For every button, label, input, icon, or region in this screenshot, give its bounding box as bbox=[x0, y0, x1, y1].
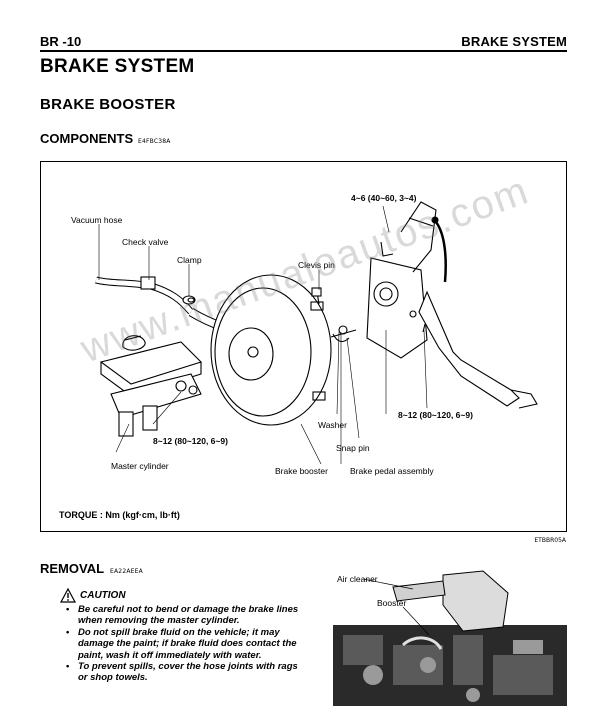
label-check-valve: Check valve bbox=[122, 237, 169, 247]
page-reference: BR -10 bbox=[40, 34, 82, 49]
label-washer: Washer bbox=[318, 420, 347, 430]
page-header: BR -10 BRAKE SYSTEM bbox=[40, 32, 567, 52]
label-master-cylinder: Master cylinder bbox=[111, 461, 169, 471]
torque-note: TORQUE : Nm (kgf·cm, lb·ft) bbox=[59, 510, 180, 520]
label-torque-right: 8~12 (80~120, 6~9) bbox=[398, 410, 473, 420]
header-section-name: BRAKE SYSTEM bbox=[461, 34, 567, 49]
label-snap-pin: Snap pin bbox=[336, 443, 370, 453]
photo-label-air-cleaner: Air cleaner bbox=[337, 574, 378, 584]
label-brake-pedal-assembly: Brake pedal assembly bbox=[350, 466, 434, 476]
engine-bay-photo: Air cleaner Booster bbox=[333, 565, 567, 706]
figure-code: ETBBR05A bbox=[534, 537, 566, 544]
page-subtitle: BRAKE BOOSTER bbox=[40, 96, 176, 113]
page-title: BRAKE SYSTEM bbox=[40, 56, 195, 77]
removal-code: EA22AEEA bbox=[110, 568, 143, 575]
caution-title: CAUTION bbox=[80, 590, 126, 601]
components-figure: Vacuum hose Check valve Clamp Clevis pin… bbox=[40, 161, 567, 532]
label-torque-left: 8~12 (80~120, 6~9) bbox=[153, 436, 228, 446]
label-torque-top: 4~6 (40~60, 3~4) bbox=[351, 193, 417, 203]
label-brake-booster: Brake booster bbox=[275, 466, 328, 476]
components-code: E4FBC38A bbox=[138, 138, 171, 145]
caution-list: Be careful not to bend or damage the bra… bbox=[64, 604, 304, 684]
photo-label-booster: Booster bbox=[377, 598, 407, 608]
label-clamp: Clamp bbox=[177, 255, 202, 265]
label-vacuum-hose: Vacuum hose bbox=[71, 215, 123, 225]
warning-triangle-icon bbox=[60, 588, 76, 603]
caution-item: Do not spill brake fluid on the vehicle;… bbox=[64, 627, 304, 661]
caution-item: To prevent spills, cover the hose joints… bbox=[64, 661, 304, 684]
removal-heading: REMOVAL bbox=[40, 561, 105, 576]
engine-bay-illustration bbox=[333, 570, 567, 706]
components-heading: COMPONENTS bbox=[40, 131, 134, 146]
caution-item: Be careful not to bend or damage the bra… bbox=[64, 604, 304, 627]
label-clevis-pin: Clevis pin bbox=[298, 260, 335, 270]
brake-booster-illustration bbox=[95, 201, 538, 465]
